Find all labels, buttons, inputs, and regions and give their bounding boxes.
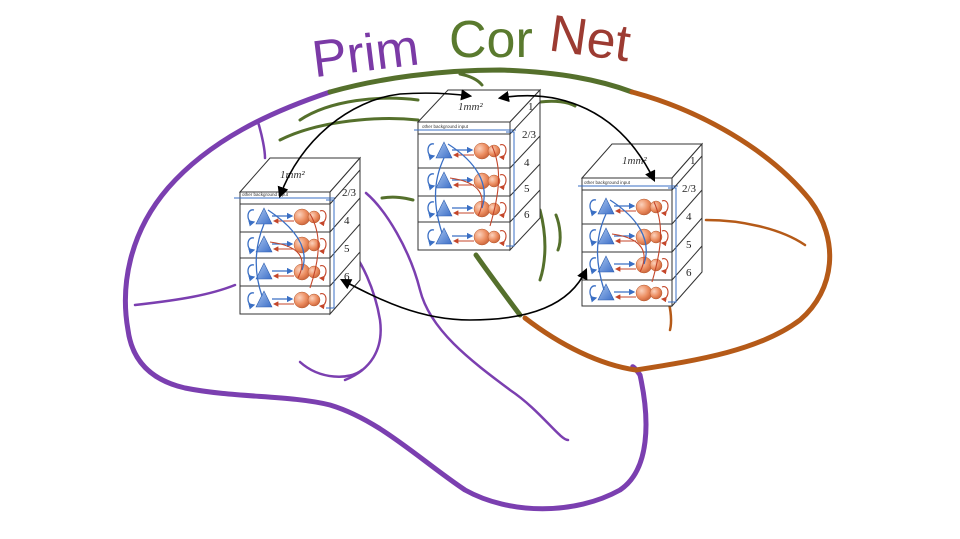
column-left-layer-label: 4 — [344, 215, 350, 227]
brain-parietal-outline — [327, 67, 635, 95]
column-left-layer-label: 2/3 — [342, 187, 357, 199]
column-left-area-label: 1mm² — [280, 169, 305, 181]
column-center: 1mm² other background input 1 2/3 4 5 6 — [414, 88, 542, 252]
column-center-layer-label: 5 — [524, 183, 530, 195]
column-center-layer-label: 6 — [524, 209, 530, 221]
column-right-layer-label: 4 — [686, 211, 692, 223]
connection-left-right — [340, 267, 588, 321]
column-center-layer-label: 1 — [528, 101, 534, 113]
connection-center-right — [497, 91, 656, 183]
column-center-layer-label: 2/3 — [522, 129, 537, 141]
brain-occipital-outline — [122, 89, 649, 512]
column-center-area-label: 1mm² — [458, 101, 483, 113]
connection-left-center — [277, 89, 473, 199]
column-right-layer-label: 5 — [686, 239, 692, 251]
title: Prim Cor Net — [309, 5, 635, 90]
column-right-layer-label: 1 — [690, 155, 696, 167]
column-right-background-label: other background input — [584, 180, 631, 185]
column-right: 1mm² other background input 1 2/3 4 5 6 — [578, 142, 704, 308]
column-left-background-label: other background input — [242, 192, 289, 197]
title-net: Net — [546, 5, 635, 74]
column-left: 1mm² other background input 2/3 4 5 6 — [234, 156, 362, 316]
column-center-background-label: other background input — [422, 124, 469, 129]
column-right-layer-label: 2/3 — [682, 183, 697, 195]
title-cor: Cor — [449, 11, 533, 69]
column-right-layer-label: 6 — [686, 267, 692, 279]
inter-area-connections — [277, 89, 656, 321]
column-center-layer-label: 4 — [524, 157, 530, 169]
brain-frontal-outline — [522, 89, 833, 373]
column-left-layer-label: 5 — [344, 243, 350, 255]
